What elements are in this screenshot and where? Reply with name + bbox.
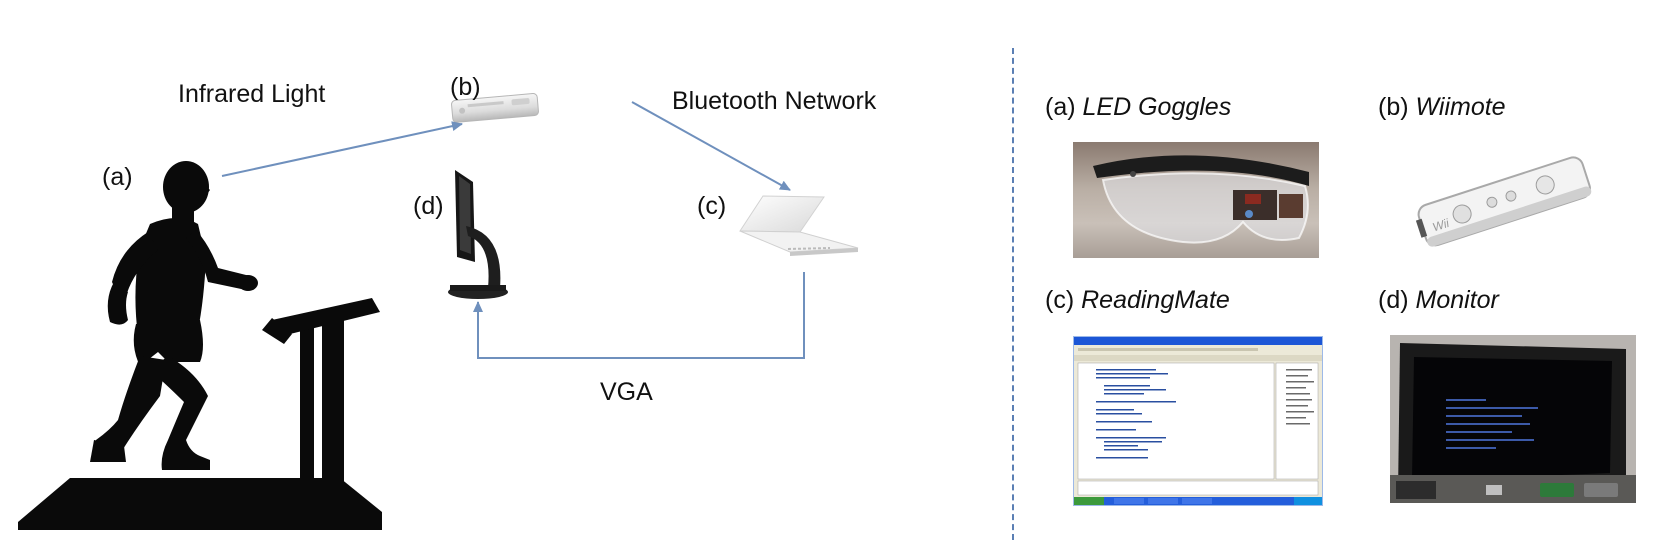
legend-tag-monitor: (d)	[1378, 286, 1409, 314]
infrared-label: Infrared Light	[178, 80, 326, 108]
legend-name-monitor: Monitor	[1415, 286, 1499, 314]
legend-name-goggles: LED Goggles	[1082, 93, 1232, 121]
readingmate-screenshot	[1073, 336, 1323, 506]
laptop-image	[739, 195, 859, 256]
section-divider	[1012, 48, 1014, 540]
bluetooth-arrow	[631, 101, 791, 191]
person-label: (a)	[102, 163, 133, 191]
wiimote-photo: Wii	[1398, 142, 1598, 248]
monitor-label: (d)	[413, 192, 444, 220]
laptop-label: (c)	[697, 192, 727, 220]
vga-label: VGA	[600, 378, 653, 406]
legend-name-readingmate: ReadingMate	[1081, 286, 1230, 314]
infrared-arrow	[221, 121, 463, 177]
legend-name-wiimote: Wiimote	[1415, 93, 1506, 121]
legend-caption-wiimote: (b) Wiimote	[1378, 93, 1506, 122]
legend-caption-goggles: (a) LED Goggles	[1045, 93, 1231, 122]
vga-arrow	[473, 272, 805, 359]
legend-tag-readingmate: (c)	[1045, 286, 1075, 314]
svg-text:Wii: Wii	[1431, 216, 1451, 235]
wiimote-label: (b)	[450, 73, 481, 101]
system-diagram	[18, 93, 859, 530]
runner-silhouette	[90, 161, 258, 470]
legend-caption-readingmate: (c) ReadingMate	[1045, 286, 1230, 315]
wiimote-image	[451, 93, 539, 123]
legend-tag-goggles: (a)	[1045, 93, 1076, 121]
monitor-photo	[1390, 335, 1636, 503]
bluetooth-label: Bluetooth Network	[672, 87, 877, 115]
treadmill-silhouette	[18, 298, 382, 530]
legend-caption-monitor: (d) Monitor	[1378, 286, 1499, 315]
led-goggles-photo	[1073, 142, 1319, 258]
legend-tag-wiimote: (b)	[1378, 93, 1409, 121]
monitor-image	[448, 170, 508, 299]
